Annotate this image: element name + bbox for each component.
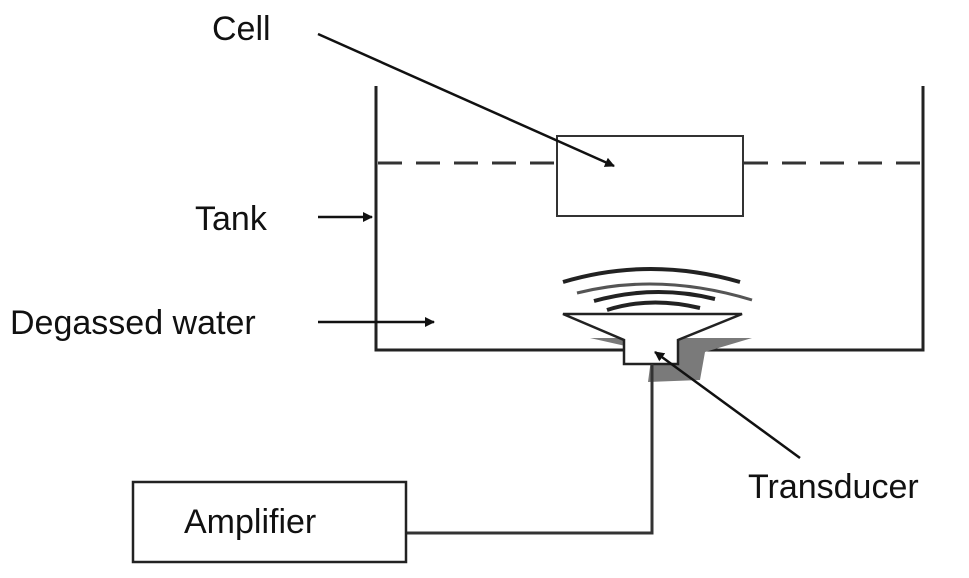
sound-waves bbox=[562, 267, 753, 312]
cable bbox=[407, 364, 654, 535]
transducer-body bbox=[562, 312, 743, 366]
transducer-label: Transducer bbox=[748, 468, 919, 506]
amplifier-box bbox=[131, 480, 408, 564]
cell-arrow bbox=[317, 32, 615, 168]
tank-label: Tank bbox=[195, 200, 268, 238]
degassed-water-label: Degassed water bbox=[10, 304, 256, 342]
cell-label: Cell bbox=[212, 10, 271, 48]
cell-box bbox=[556, 135, 744, 217]
tank-outline bbox=[374, 86, 925, 352]
transducer-arrow bbox=[654, 350, 801, 460]
amplifier-label: Amplifier bbox=[184, 503, 316, 541]
